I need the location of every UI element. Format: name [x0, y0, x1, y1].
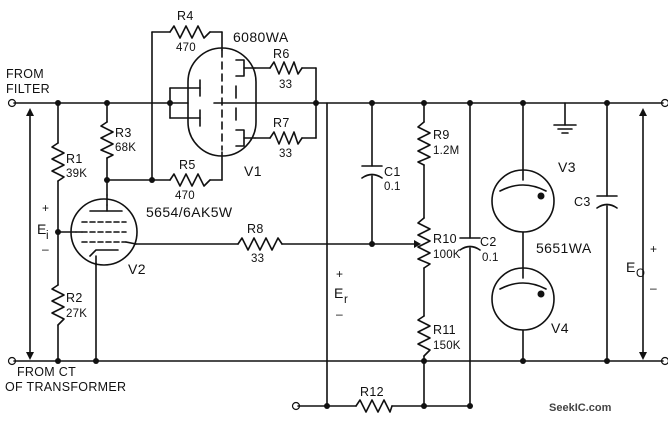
er-subscript: r	[344, 294, 348, 306]
resistor-r9	[417, 121, 431, 166]
r9-label: R9	[433, 128, 450, 142]
ei-subscript: i	[46, 230, 49, 242]
r3-label: R3	[115, 126, 132, 140]
input-terminal-top	[7, 98, 17, 108]
resistor-r10	[417, 217, 431, 269]
c1-value: 0.1	[384, 181, 401, 193]
er-plus: +	[336, 267, 343, 281]
resistor-r3	[100, 121, 114, 159]
r2-label: R2	[66, 291, 83, 305]
voltage-arrows	[26, 108, 647, 360]
r1-label: R1	[66, 152, 83, 166]
r11-label: R11	[433, 323, 456, 337]
resistor-r7	[269, 131, 303, 145]
r11-value: 150K	[433, 340, 461, 352]
r10-wiper-arrow	[414, 240, 421, 248]
eo-minus: –	[650, 281, 657, 295]
r8-value: 33	[251, 253, 264, 265]
r1-value: 39K	[66, 168, 87, 180]
c3-label: C3	[574, 195, 591, 209]
er-minus: –	[336, 307, 343, 321]
text-labels: FROM FILTER FROM CT OF TRANSFORMER 6080W…	[5, 9, 657, 414]
r12-label: R12	[360, 385, 384, 399]
ei-symbol: E	[37, 221, 47, 237]
tube-v1	[169, 47, 257, 157]
resistor-r4	[169, 25, 211, 39]
tube-v4	[491, 267, 555, 331]
junction-dots	[55, 100, 610, 409]
r10-label: R10	[433, 232, 457, 246]
r6-label: R6	[273, 47, 290, 61]
input-terminal-bottom	[7, 356, 17, 366]
resistor-r2	[51, 284, 65, 326]
ei-plus: +	[42, 201, 49, 215]
r7-value: 33	[279, 148, 292, 160]
v1-label: V1	[244, 163, 262, 179]
r5-value: 470	[175, 190, 195, 202]
c2-value: 0.1	[482, 252, 499, 264]
r8-label: R8	[247, 222, 264, 236]
from-filter-label-line1: FROM	[6, 67, 44, 81]
eo-symbol: E	[626, 259, 636, 275]
terminals	[7, 98, 668, 411]
r2-value: 27K	[66, 308, 87, 320]
tube-v1-type-label: 6080WA	[233, 29, 289, 45]
output-terminal-top	[660, 98, 668, 108]
r9-value: 1.2M	[433, 145, 459, 157]
tube-v2	[70, 198, 138, 266]
from-ct-label-line1: FROM CT	[17, 365, 76, 379]
r4-value: 470	[176, 42, 196, 54]
eo-subscript: O	[636, 268, 645, 280]
v3-label: V3	[558, 159, 576, 175]
er-terminal	[291, 401, 301, 411]
v4-label: V4	[551, 320, 569, 336]
from-ct-label-line2: OF TRANSFORMER	[5, 380, 126, 394]
capacitor-c1	[361, 165, 383, 179]
ei-minus: –	[42, 242, 49, 256]
c1-label: C1	[384, 165, 401, 179]
resistor-r12	[355, 399, 393, 413]
r5-label: R5	[179, 158, 196, 172]
c2-label: C2	[480, 235, 497, 249]
capacitor-c2	[459, 237, 481, 251]
wires	[13, 31, 664, 407]
resistor-r6	[269, 61, 303, 75]
eo-plus: +	[650, 242, 657, 256]
resistor-r8	[237, 237, 283, 251]
output-terminal-bottom	[660, 356, 668, 366]
capacitor-c3	[596, 195, 618, 209]
capacitors	[361, 165, 618, 251]
resistor-r1	[51, 142, 65, 182]
watermark: SeekIC.com	[549, 402, 612, 414]
resistors	[51, 25, 431, 413]
r7-label: R7	[273, 116, 290, 130]
v2-label: V2	[128, 261, 146, 277]
r4-label: R4	[177, 9, 194, 23]
resistor-r5	[169, 173, 211, 187]
tube-v2-type-label: 5654/6AK5W	[146, 204, 233, 220]
tube-v3	[491, 169, 555, 233]
r10-value: 100K	[433, 249, 461, 261]
r3-value: 68K	[115, 142, 136, 154]
from-filter-label-line2: FILTER	[6, 82, 50, 96]
r6-value: 33	[279, 79, 292, 91]
er-symbol: E	[334, 285, 344, 301]
ground-symbol	[553, 124, 577, 134]
tube-v34-type-label: 5651WA	[536, 240, 592, 256]
resistor-r11	[417, 315, 431, 357]
